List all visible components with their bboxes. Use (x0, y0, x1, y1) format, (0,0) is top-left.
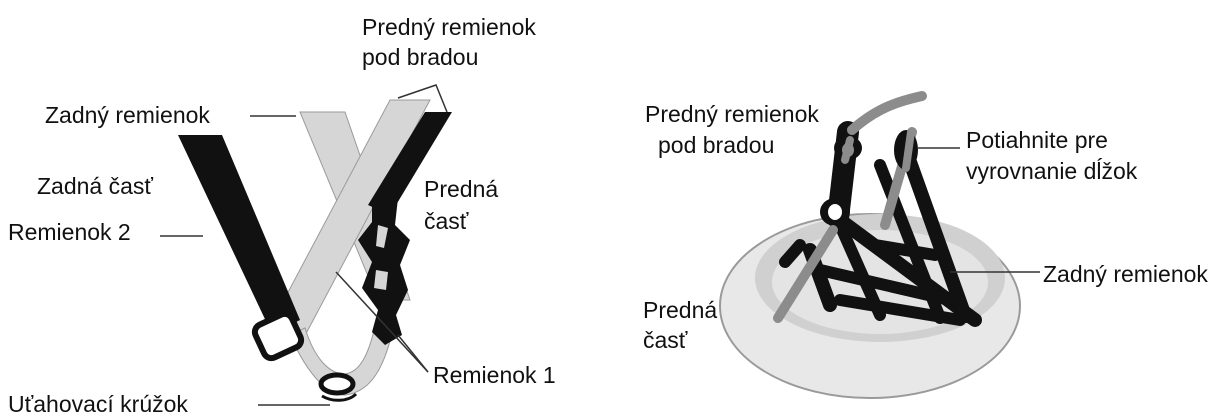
label-strap-1: Remienok 1 (433, 362, 556, 388)
tightening-ring-icon (318, 372, 356, 396)
pull-tab-grey (902, 128, 915, 172)
label-pull-line2: vyrovnanie dĺžok (966, 158, 1138, 184)
label-front-part-line2: časť (424, 208, 469, 234)
right-helmet-illustration (719, 91, 1040, 399)
tightening-ring-shadow (321, 392, 358, 402)
front-chin-strap-dark (368, 112, 452, 215)
right-front-chin-strap (820, 121, 862, 229)
strap-2-dark (178, 135, 300, 334)
label-front-chin-strap-line1: Predný remienok (362, 14, 536, 40)
leader-strap-1-b (397, 334, 429, 373)
leader-strap-1-a (335, 271, 429, 373)
label-tightening-ring: Uťahovací krúžok (8, 391, 188, 417)
label-right-rear-strap: Zadný remienok (1043, 261, 1208, 287)
leader-front-chin-strap (397, 84, 448, 113)
front-part-highlight (374, 225, 388, 290)
label-right-front-part-line2: časť (643, 327, 688, 353)
label-strap-2: Remienok 2 (8, 219, 131, 245)
label-right-front-chin-strap-line1: Predný remienok (645, 101, 819, 127)
label-right-front-chin-strap-line2: pod bradou (658, 132, 775, 158)
label-pull-line1: Potiahnite pre (966, 127, 1108, 153)
label-rear-part: Zadná časť (37, 173, 154, 199)
buckle-ring-icon (251, 310, 305, 362)
label-right-front-part-line1: Predná (643, 297, 718, 323)
label-front-chin-strap-line2: pod bradou (362, 44, 479, 70)
label-rear-strap: Zadný remienok (45, 102, 210, 128)
label-front-part-line1: Predná (424, 176, 499, 202)
left-strap-illustration (160, 84, 452, 406)
